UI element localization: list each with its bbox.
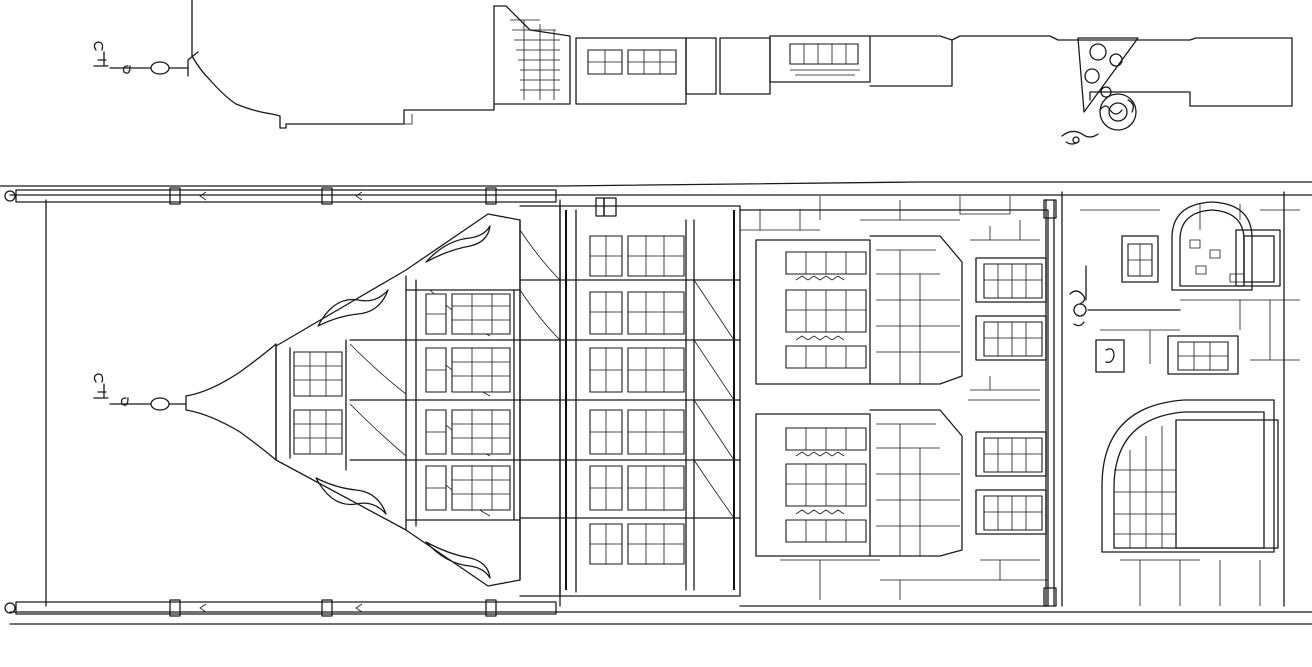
elevation-frame xyxy=(10,195,1312,612)
timber-frame-structure xyxy=(350,220,520,580)
stone-masonry-wing xyxy=(740,196,1056,606)
upper-spire-curve xyxy=(192,0,494,128)
central-timber-block xyxy=(520,198,740,596)
main-elevation xyxy=(5,188,1312,624)
bottom-rail xyxy=(5,600,556,616)
window-grid-column-a xyxy=(426,294,510,510)
roof-scroll-ornaments xyxy=(316,226,490,578)
left-spire-finial xyxy=(94,344,276,460)
wrought-iron-sign-bracket xyxy=(1062,38,1138,144)
upper-roofline-strip xyxy=(0,0,1312,186)
upper-finial-ornament xyxy=(94,42,198,76)
upper-facade-block xyxy=(494,6,1292,106)
right-building-arches xyxy=(1062,192,1300,606)
window-grid-column-b xyxy=(590,236,684,564)
oriel-window-panes xyxy=(294,352,342,454)
top-rail xyxy=(5,188,556,204)
